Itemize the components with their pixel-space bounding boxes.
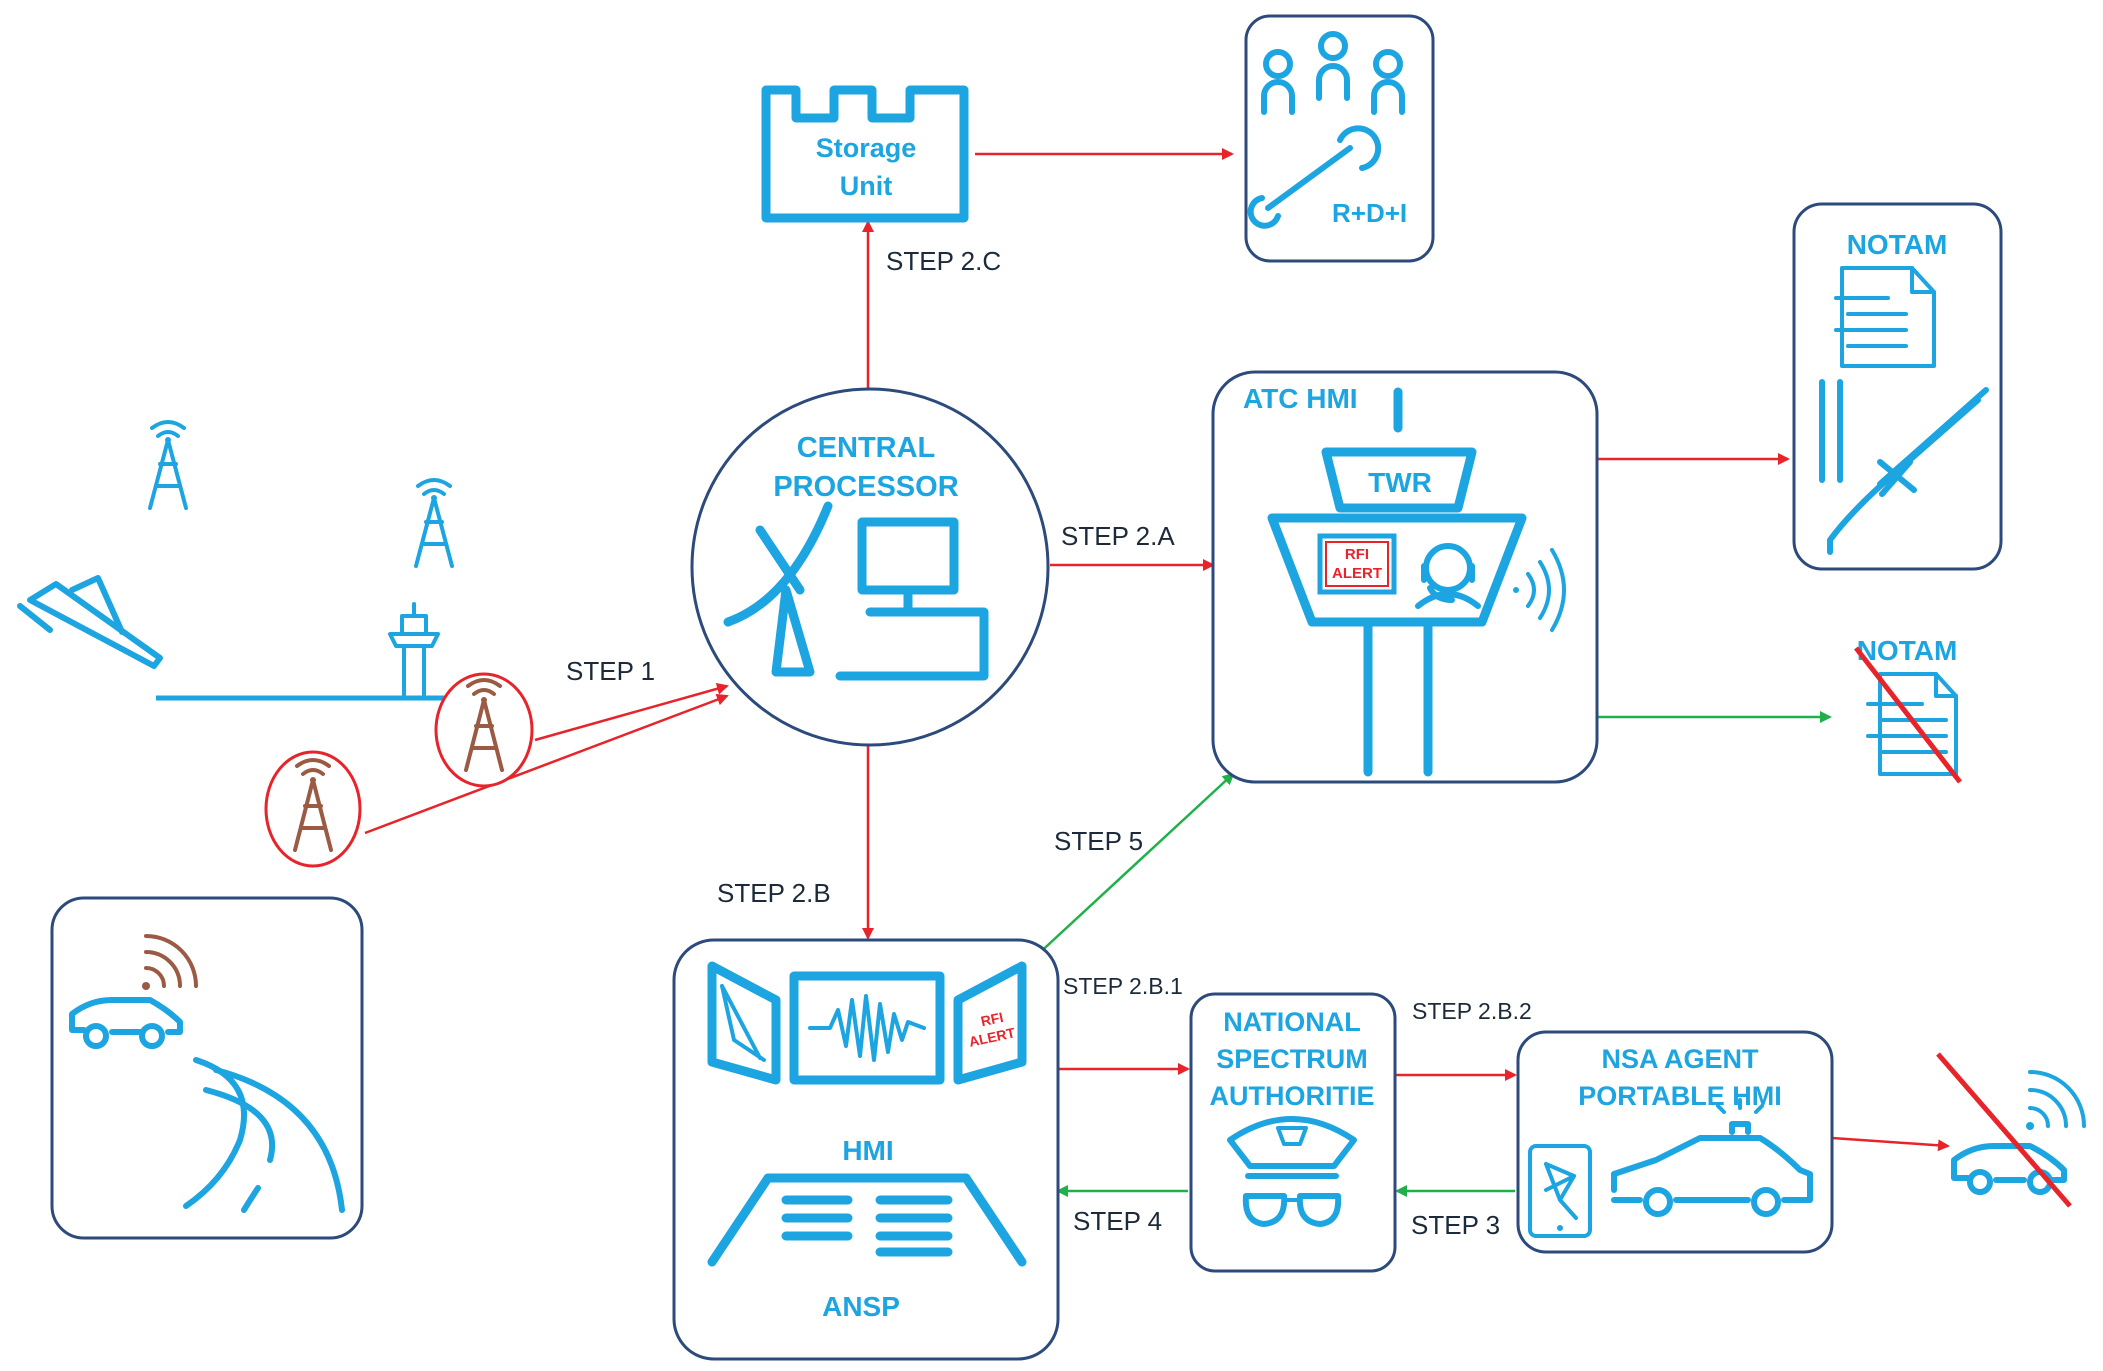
ansp-label: ANSP xyxy=(822,1291,900,1322)
notam-cancelled-node: NOTAM xyxy=(1854,635,1962,784)
storage-box-icon xyxy=(761,85,969,223)
wrench-icon xyxy=(1247,125,1382,229)
nsa-node: NATIONAL SPECTRUM AUTHORITIE xyxy=(1189,992,1397,1273)
airport-tower-icon xyxy=(388,602,440,698)
step-3-label: STEP 3 xyxy=(1411,1210,1500,1240)
storage-label-line1: Storage xyxy=(816,133,917,163)
cell-tower-icon-1 xyxy=(148,420,188,510)
headset-operator-icon xyxy=(1415,543,1481,609)
landing-airplane-icon xyxy=(17,575,163,669)
police-officer-icon xyxy=(1227,1116,1357,1227)
step-2a-label: STEP 2.A xyxy=(1061,521,1175,551)
atc-rfi-line1: RFI xyxy=(1345,546,1369,563)
stopped-jammer-signal-icon xyxy=(2026,1070,2086,1130)
arrow-interferer1-to-central xyxy=(534,682,729,742)
road-icon xyxy=(183,1057,345,1213)
central-label-line1: CENTRAL xyxy=(797,432,936,464)
step-1-label: STEP 1 xyxy=(566,656,655,686)
interferer-1 xyxy=(434,672,534,788)
stopped-jammer-car-icon xyxy=(1951,1143,2067,1195)
arrow-agent-to-stopped-jammer xyxy=(1831,1136,1950,1152)
jammer-car-icon xyxy=(69,997,183,1049)
notam-node: NOTAM xyxy=(1792,202,2003,571)
step-4-label: STEP 4 xyxy=(1073,1206,1162,1236)
computer-icon xyxy=(835,517,989,681)
step-5-label: STEP 5 xyxy=(1054,826,1143,856)
ansp-node: RFI ALERT HMI ANSP xyxy=(672,938,1060,1361)
step-2b-label: STEP 2.B xyxy=(717,878,831,908)
step-2b2-label: STEP 2.B.2 xyxy=(1412,998,1532,1024)
notam-label: NOTAM xyxy=(1847,229,1948,260)
agent-label-line2: PORTABLE HMI xyxy=(1578,1081,1782,1111)
interferer-2 xyxy=(264,750,362,868)
hmi-label: HMI xyxy=(842,1135,893,1166)
agent-label-line1: NSA AGENT xyxy=(1601,1044,1759,1074)
stopped-jammer-node xyxy=(1936,1052,2086,1208)
notam-document-icon xyxy=(1834,266,1936,368)
storage-unit-node: Storage Unit xyxy=(761,85,969,223)
nsa-label-line1: NATIONAL xyxy=(1223,1007,1360,1037)
car-jammer-scene xyxy=(50,896,364,1240)
twr-label: TWR xyxy=(1368,467,1432,498)
jammer-tower-icon-2 xyxy=(293,758,333,852)
cell-tower-icon-2 xyxy=(414,478,454,568)
central-label-line2: PROCESSOR xyxy=(773,471,958,503)
jammer-neutralized-strike xyxy=(1936,1052,2072,1208)
broadcast-waves-icon xyxy=(1513,548,1566,632)
central-processor-node: CENTRAL PROCESSOR xyxy=(690,387,1050,747)
ansp-rfi-line1: RFI xyxy=(979,1009,1004,1029)
airport-scene xyxy=(17,420,458,701)
people-icon xyxy=(1261,31,1405,115)
storage-label-line2: Unit xyxy=(840,171,892,201)
atc-rfi-line2: ALERT xyxy=(1332,565,1382,582)
nsa-agent-node: NSA AGENT PORTABLE HMI xyxy=(1516,1030,1834,1254)
police-car-icon xyxy=(1611,1098,1813,1217)
arrow-interferer2-to-central xyxy=(364,693,729,835)
nsa-label-line2: SPECTRUM xyxy=(1216,1044,1368,1074)
nsa-label-line3: AUTHORITIE xyxy=(1210,1081,1375,1111)
atc-rfi-alert-screen: RFI ALERT xyxy=(1317,533,1397,595)
notam-cancelled-label: NOTAM xyxy=(1857,635,1958,666)
cancel-strike-line xyxy=(1854,646,1962,784)
rdi-label: R+D+I xyxy=(1332,198,1407,228)
rdi-node: R+D+I xyxy=(1244,14,1435,263)
tablet-map-icon xyxy=(1528,1144,1592,1238)
satellite-dish-icon xyxy=(723,501,833,677)
left-map-screen-icon xyxy=(707,961,781,1085)
step-2b1-label: STEP 2.B.1 xyxy=(1063,973,1183,999)
arrow-ansp-to-atc xyxy=(1034,772,1235,958)
jammer-signal-icon xyxy=(142,934,198,990)
atc-hmi-node: ATC HMI TWR RFI ALERT xyxy=(1211,370,1599,784)
control-tower-icon xyxy=(1267,387,1527,777)
runway-closed-icon xyxy=(1819,379,1989,555)
jammer-tower-icon-1 xyxy=(464,678,504,772)
step-2c-label: STEP 2.C xyxy=(886,246,1001,276)
center-waveform-screen-icon xyxy=(789,971,945,1085)
console-desk-icon xyxy=(707,1173,1027,1267)
atc-label: ATC HMI xyxy=(1243,383,1358,414)
